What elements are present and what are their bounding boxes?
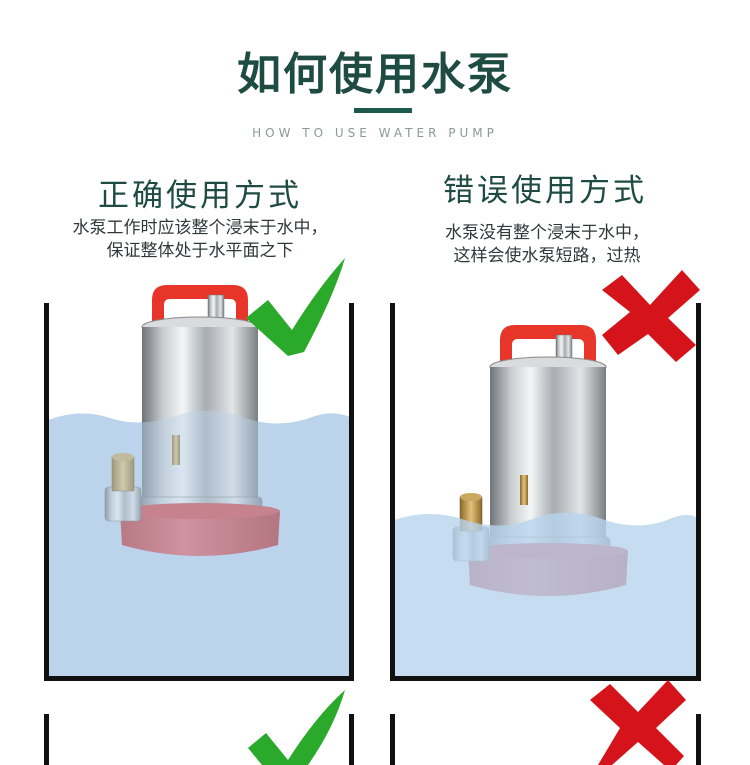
- checkmark-icon: [246, 258, 345, 356]
- wrong-usage-desc-line1: 水泵没有整个浸末于水中，: [445, 223, 649, 243]
- page-subtitle: HOW TO USE WATER PUMP: [252, 126, 498, 140]
- cross-icon: [602, 270, 700, 362]
- second-row-partial: [44, 680, 701, 765]
- wrong-usage-heading: 错误使用方式: [443, 173, 647, 209]
- wrong-water: [394, 512, 698, 678]
- correct-tank: [44, 258, 354, 681]
- wrong-usage-desc-line2: 这样会使水泵短路，过热: [453, 246, 641, 266]
- page-title: 如何使用水泵: [237, 49, 513, 100]
- correct-usage-heading: 正确使用方式: [98, 178, 302, 214]
- correct-usage-desc-line1: 水泵工作时应该整个浸末于水中，: [72, 218, 328, 238]
- cross-icon: [590, 680, 686, 765]
- correct-usage-desc-line2: 保证整体处于水平面之下: [106, 241, 294, 261]
- checkmark-icon: [248, 690, 345, 765]
- wrong-tank: [390, 270, 701, 681]
- title-underline: [354, 108, 412, 113]
